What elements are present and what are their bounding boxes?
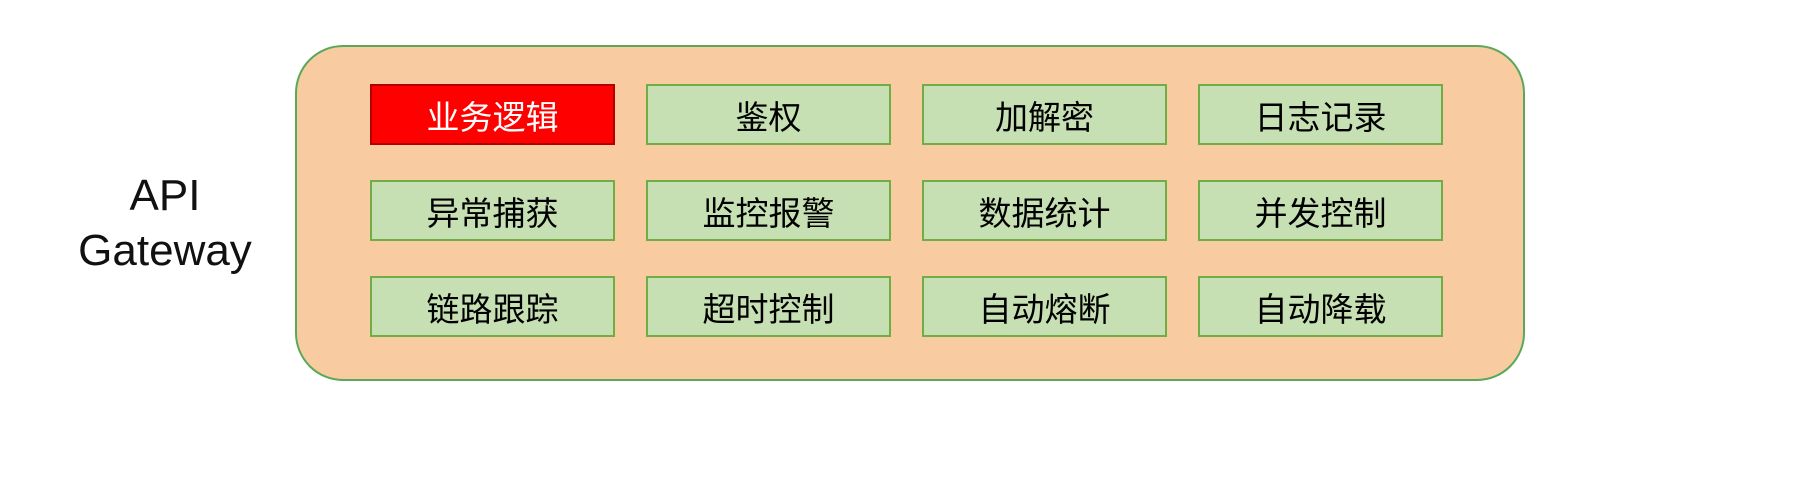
box-auth-label: 鉴权 bbox=[735, 98, 802, 136]
box-timeout-control: 超时控制 bbox=[646, 276, 891, 337]
box-encryption-decryption-label: 加解密 bbox=[995, 98, 1094, 136]
box-exception-capture: 异常捕获 bbox=[370, 180, 615, 241]
box-exception-capture-label: 异常捕获 bbox=[426, 194, 559, 232]
box-auth: 鉴权 bbox=[646, 84, 891, 145]
box-auto-circuit-break-label: 自动熔断 bbox=[978, 290, 1111, 328]
box-data-statistics: 数据统计 bbox=[922, 180, 1167, 241]
feature-grid: 业务逻辑 鉴权 加解密 日志记录 异常捕获 监控报警 数据统计 并发控制 bbox=[370, 84, 1443, 337]
box-monitoring-alert-label: 监控报警 bbox=[702, 194, 835, 232]
box-link-tracing-label: 链路跟踪 bbox=[426, 290, 559, 328]
box-auto-circuit-break: 自动熔断 bbox=[922, 276, 1167, 337]
box-concurrency-control: 并发控制 bbox=[1198, 180, 1443, 241]
box-encryption-decryption: 加解密 bbox=[922, 84, 1167, 145]
box-logging-label: 日志记录 bbox=[1254, 98, 1387, 136]
box-business-logic: 业务逻辑 bbox=[370, 84, 615, 145]
box-link-tracing: 链路跟踪 bbox=[370, 276, 615, 337]
box-monitoring-alert: 监控报警 bbox=[646, 180, 891, 241]
gateway-title: API Gateway bbox=[40, 168, 290, 278]
box-logging: 日志记录 bbox=[1198, 84, 1443, 145]
box-data-statistics-label: 数据统计 bbox=[978, 194, 1111, 232]
box-concurrency-control-label: 并发控制 bbox=[1254, 194, 1387, 232]
box-business-logic-label: 业务逻辑 bbox=[426, 98, 559, 136]
gateway-title-line2: Gateway bbox=[78, 226, 252, 275]
gateway-title-line1: API bbox=[129, 171, 201, 220]
box-timeout-control-label: 超时控制 bbox=[702, 290, 835, 328]
gateway-container: 业务逻辑 鉴权 加解密 日志记录 异常捕获 监控报警 数据统计 并发控制 bbox=[295, 45, 1525, 381]
box-auto-load-shedding-label: 自动降载 bbox=[1254, 290, 1387, 328]
box-auto-load-shedding: 自动降载 bbox=[1198, 276, 1443, 337]
